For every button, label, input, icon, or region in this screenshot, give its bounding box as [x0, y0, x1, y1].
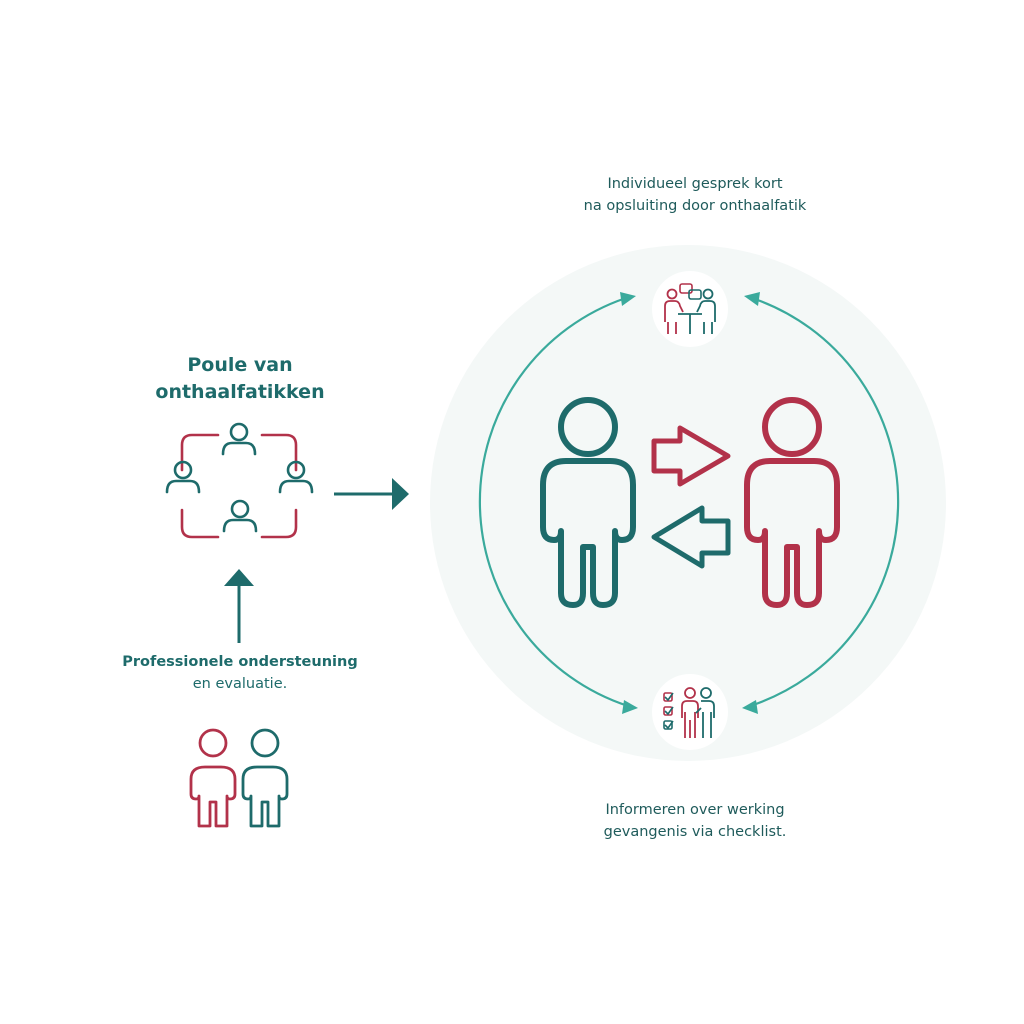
arrowhead-top-right [744, 292, 760, 306]
pool-title-line1: Poule van [187, 354, 293, 376]
pool-frame [180, 433, 298, 539]
checklist-label-line2: gevangenis via checklist. [603, 823, 787, 840]
two-people-icon [189, 728, 289, 828]
pool-title-line2: onthaalfatikken [155, 380, 325, 403]
support-label-line2: en evaluatie. [192, 676, 288, 693]
support-label: Professionele ondersteuning en evaluatie… [95, 651, 385, 696]
checklist-label-line1: Informeren over werking [605, 802, 785, 818]
checklist-label: Informeren over werking gevangenis via c… [540, 800, 850, 844]
arrowhead-bottom-left [622, 700, 638, 714]
support-to-pool-arrowhead [224, 569, 254, 586]
exchange-arrow-right [651, 425, 731, 487]
two-way-exchange-icon [651, 425, 731, 569]
cycle-arc-right [749, 296, 900, 708]
conversation-label: Individueel gesprek kort na opsluiting d… [530, 174, 860, 218]
checklist-people-icon [652, 674, 728, 750]
cycle-arc-left [478, 296, 629, 708]
pool-to-cycle-arrowhead [392, 478, 409, 510]
support-label-line1: Professionele ondersteuning [122, 654, 358, 670]
pool-title: Poule van onthaalfatikken [120, 352, 360, 406]
conversation-label-line2: na opsluiting door onthaalfatik [583, 197, 807, 214]
arrowhead-bottom-right [742, 700, 758, 714]
conversation-at-table-icon [652, 271, 728, 347]
cycle-background-circle [430, 245, 946, 761]
exchange-arrow-left [651, 505, 731, 569]
conversation-label-line1: Individueel gesprek kort [607, 176, 783, 192]
group-of-people-icon [165, 422, 314, 539]
arrowhead-top-left [620, 292, 636, 306]
